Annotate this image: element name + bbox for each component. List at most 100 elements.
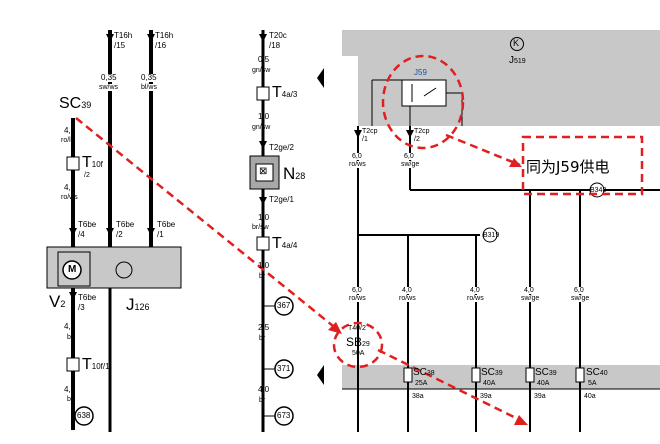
label-t4a3: T4a/3: [272, 84, 298, 101]
j59-contact-line: [423, 87, 437, 97]
label-sc39b-amp: 40A: [537, 380, 550, 387]
label-wire-w3b: sw/ws: [99, 84, 119, 91]
label-right-w4b: ro/ws: [467, 295, 484, 302]
fuse-sc38: [403, 367, 413, 383]
label-mid-w2b: gn/sw: [252, 124, 271, 131]
t4a4-connector: [256, 236, 270, 251]
label-ref-367: 367: [277, 301, 291, 310]
t10f-connector: [66, 156, 80, 171]
label-right-w7b: ro/ws: [349, 295, 366, 302]
pointer-fuse-arrowhead: [514, 415, 528, 425]
pointer-sb29-fuse: [377, 348, 521, 422]
label-t2ge1: T2ge/1: [269, 195, 294, 204]
label-fuse-39a-b: 39a: [534, 393, 546, 400]
motor-m-glyph: M: [68, 264, 77, 275]
arrow-t6be-1: [147, 228, 155, 236]
label-wire-w3a: 0,35: [101, 73, 117, 82]
label-wire-w2: 4,0: [64, 183, 76, 192]
pointer-sc39-arrowhead: [328, 322, 342, 334]
label-wire-w5: 4,0: [64, 322, 76, 331]
arrow-t16h-16: [147, 34, 155, 42]
label-t2cp1-pin: /1: [362, 136, 368, 143]
label-t20c: T20c: [269, 31, 287, 40]
label-t6be-d: T6be: [78, 293, 97, 302]
label-t16h-b-pin: /16: [155, 41, 167, 50]
label-sc38-amp: 25A: [415, 380, 428, 387]
j519-panel: [342, 30, 660, 56]
arrow-t2ge2: [259, 141, 267, 149]
j59-relay-box: [401, 79, 447, 107]
label-right-w7: 6,0: [352, 287, 362, 294]
label-t16h-a: T16h: [114, 31, 133, 40]
label-n28: N28: [283, 164, 306, 183]
arrow-t2cp2: [406, 130, 414, 138]
label-node-b348: B348: [590, 187, 607, 194]
label-t10f1: T10f/1: [82, 356, 110, 373]
n28-glyph: ⊠: [259, 166, 268, 177]
label-right-w6b: sw/ge: [571, 295, 590, 302]
label-mid-w1b: gn/sw: [252, 67, 271, 74]
pointer-j59-callout: [445, 133, 521, 167]
label-ref-638: 638: [77, 411, 91, 420]
label-right-w3b: ro/ws: [399, 295, 416, 302]
label-sc38: SC38: [413, 367, 435, 378]
pointer-sc39-sb29: [75, 117, 339, 331]
label-mid-w6: 4,0: [258, 385, 270, 394]
label-t10f-pin: /2: [84, 172, 90, 179]
label-mid-w1: 0,5: [258, 55, 270, 64]
v2-motor-icon: [62, 260, 82, 280]
label-sc39b: SC39: [535, 367, 557, 378]
label-right-w5: 4,0: [524, 287, 534, 294]
label-wire-w6: 4,0: [64, 385, 76, 394]
label-v2: V2: [49, 292, 66, 311]
label-fuse-38a: 38a: [412, 393, 424, 400]
fuse-panel: [342, 365, 660, 389]
label-t6be-b: T6be: [116, 220, 135, 229]
label-t6be-c: T6be: [157, 220, 176, 229]
j519-k-glyph: K: [513, 38, 520, 48]
fuse-sc40: [575, 367, 585, 383]
label-fuse-40a: 40a: [584, 393, 596, 400]
label-mid-w4b: br: [259, 273, 266, 280]
label-sc39: SC39: [481, 367, 503, 378]
label-node-b319: B319: [483, 232, 500, 239]
label-sc39-amp: 40A: [483, 380, 496, 387]
highlight-j59: [381, 54, 465, 150]
j126-symbol-icon: [115, 261, 133, 279]
label-right-w4: 4,0: [470, 287, 480, 294]
label-t6be-b-pin: /2: [116, 230, 123, 239]
label-j59: J59: [414, 68, 427, 77]
label-t2cp1: T2cp: [362, 128, 378, 135]
label-right-w2b: sw/ge: [401, 161, 420, 168]
arrow-t2cp1: [354, 130, 362, 138]
arrow-t6be-2: [106, 228, 114, 236]
label-sb29: SB29: [346, 335, 370, 349]
arrow-t16h-15: [106, 34, 114, 42]
label-ref-371: 371: [277, 364, 291, 373]
label-right-w6: 6,0: [574, 287, 584, 294]
label-wire-w5b: br: [67, 334, 74, 341]
ref-638-circle: [74, 406, 94, 426]
fuse-sc39: [471, 367, 481, 383]
label-t16h-a-pin: /15: [114, 41, 126, 50]
callout-box: [521, 135, 644, 196]
label-t2cp2-pin: /2: [414, 136, 420, 143]
label-fuse-39a: 39a: [480, 393, 492, 400]
label-mid-w5: 2,5: [258, 323, 270, 332]
arrow-t2ge1: [259, 197, 267, 205]
label-t16h-b: T16h: [155, 31, 174, 40]
fuse-sc39b: [525, 367, 535, 383]
j519-symbol-icon: [510, 37, 524, 51]
label-wire-w2b: ro/ws: [61, 194, 78, 201]
label-mid-w6b: br: [259, 397, 266, 404]
label-ref-673: 673: [277, 411, 291, 420]
page-marker-top: [317, 68, 324, 88]
label-wire-w4b: bl/ws: [141, 84, 157, 91]
label-right-w2: 6,0: [404, 153, 414, 160]
label-wire-w4a: 0,35: [141, 73, 157, 82]
label-mid-w3b: br/sw: [252, 224, 269, 231]
label-right-w1: 6,0: [352, 153, 362, 160]
label-sc40: SC40: [586, 367, 608, 378]
label-right-w1b: ro/ws: [349, 161, 366, 168]
t4a3-connector: [256, 86, 270, 101]
